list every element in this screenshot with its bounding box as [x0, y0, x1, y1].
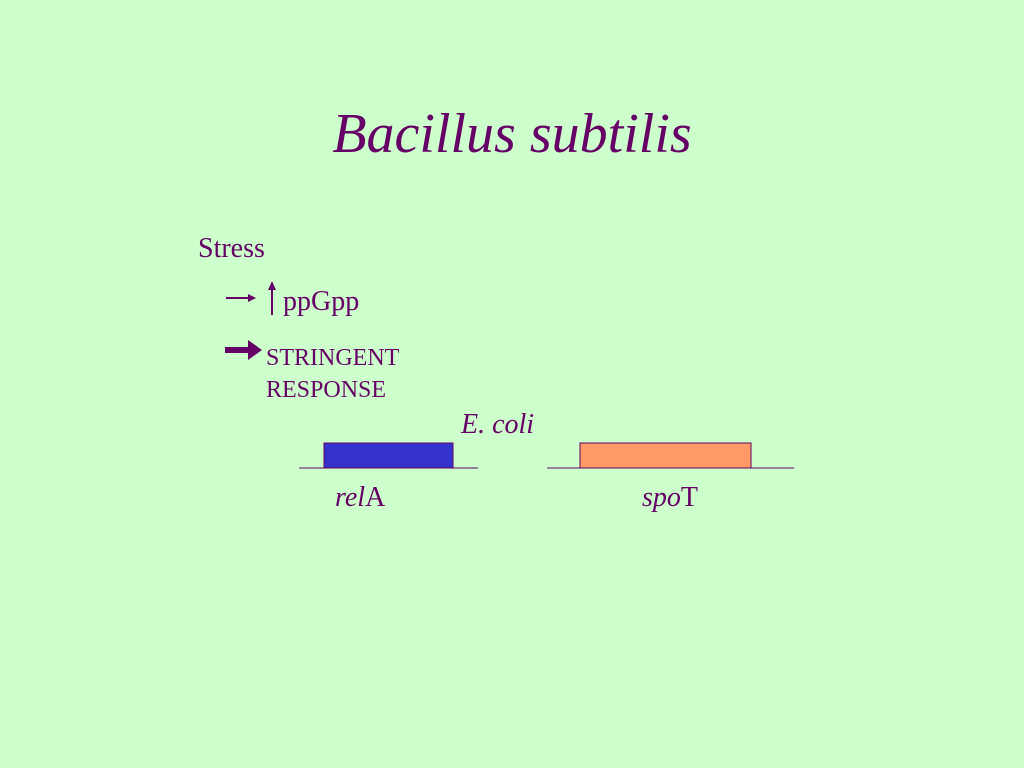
up-arrow-head	[268, 281, 276, 290]
organism-label: E. coli	[461, 409, 535, 440]
spot-suffix: T	[680, 482, 699, 513]
rela-gene-label: relA	[335, 481, 385, 515]
spot-gene-box	[579, 442, 752, 469]
thick-arrow-head	[248, 340, 262, 360]
stringent-response-line1: STRINGENT	[266, 345, 400, 371]
spot-prefix: spo	[642, 482, 681, 513]
rela-suffix: A	[365, 482, 386, 513]
spot-gene-label: spoT	[642, 481, 698, 515]
thick-arrow-shaft	[225, 347, 251, 353]
rela-gene-box	[323, 442, 454, 469]
thin-arrow-head	[248, 294, 256, 302]
slide-title: Bacillus subtilis	[332, 103, 692, 165]
stringent-response-line2: RESPONSE	[266, 377, 387, 403]
stress-label: Stress	[198, 233, 265, 264]
ppgpp-label: ppGpp	[283, 286, 360, 317]
rela-prefix: rel	[335, 482, 366, 513]
